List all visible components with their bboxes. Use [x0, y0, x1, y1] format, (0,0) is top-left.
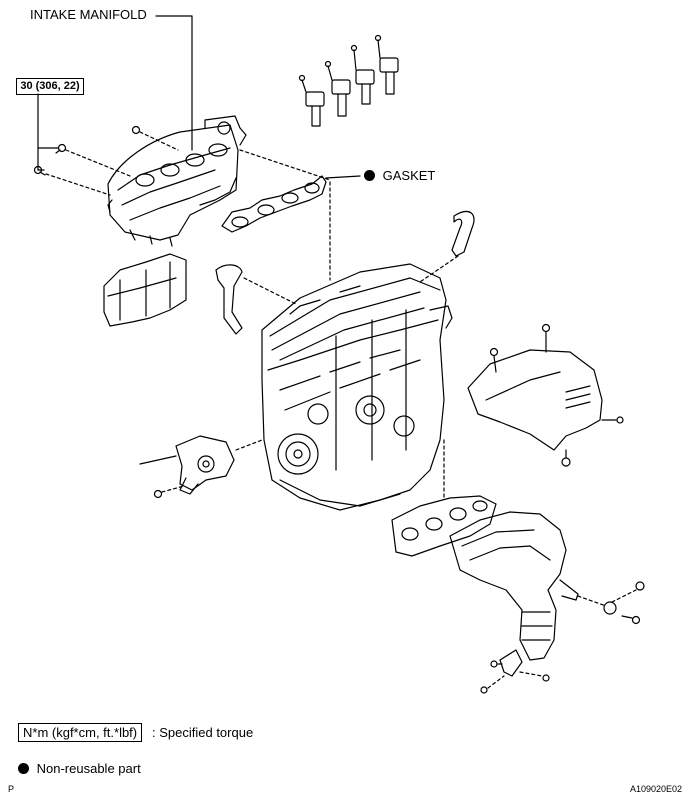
manifold-bolts: [33, 125, 179, 196]
exhaust-gasket: [391, 439, 497, 557]
torque-value-box: 30 (306, 22): [16, 78, 84, 95]
nonreusable-legend: Non-reusable part: [18, 761, 141, 776]
intake-manifold-leader: [155, 15, 193, 151]
exhaust-insulator: [467, 323, 624, 467]
footer-code: P: [8, 784, 15, 794]
engine-block: [261, 263, 453, 511]
torque-units-box: N*m (kgf*cm, ft.*lbf): [18, 723, 143, 742]
breather-hose: [215, 264, 297, 335]
torque-legend-text: : Specified torque: [152, 725, 254, 740]
filled-circle-icon: [364, 170, 375, 181]
intake-insulator: [103, 253, 187, 327]
exhaust-manifold: [449, 511, 645, 661]
mount-bracket: [139, 435, 263, 499]
gasket-label: GASKET: [382, 168, 436, 183]
torque-leader: [37, 93, 59, 171]
intake-manifold: [107, 115, 247, 247]
intake-manifold-label: INTAKE MANIFOLD: [30, 7, 147, 22]
water-hose: [419, 211, 475, 283]
figure-id: A109020E02: [630, 784, 683, 794]
manifold-stay: [480, 649, 550, 694]
nonreusable-text: Non-reusable part: [36, 761, 141, 776]
ignition-coils: [298, 34, 399, 127]
intake-gasket: [221, 149, 361, 281]
gasket-callout: GASKET: [364, 168, 435, 183]
filled-circle-icon: [18, 763, 29, 774]
